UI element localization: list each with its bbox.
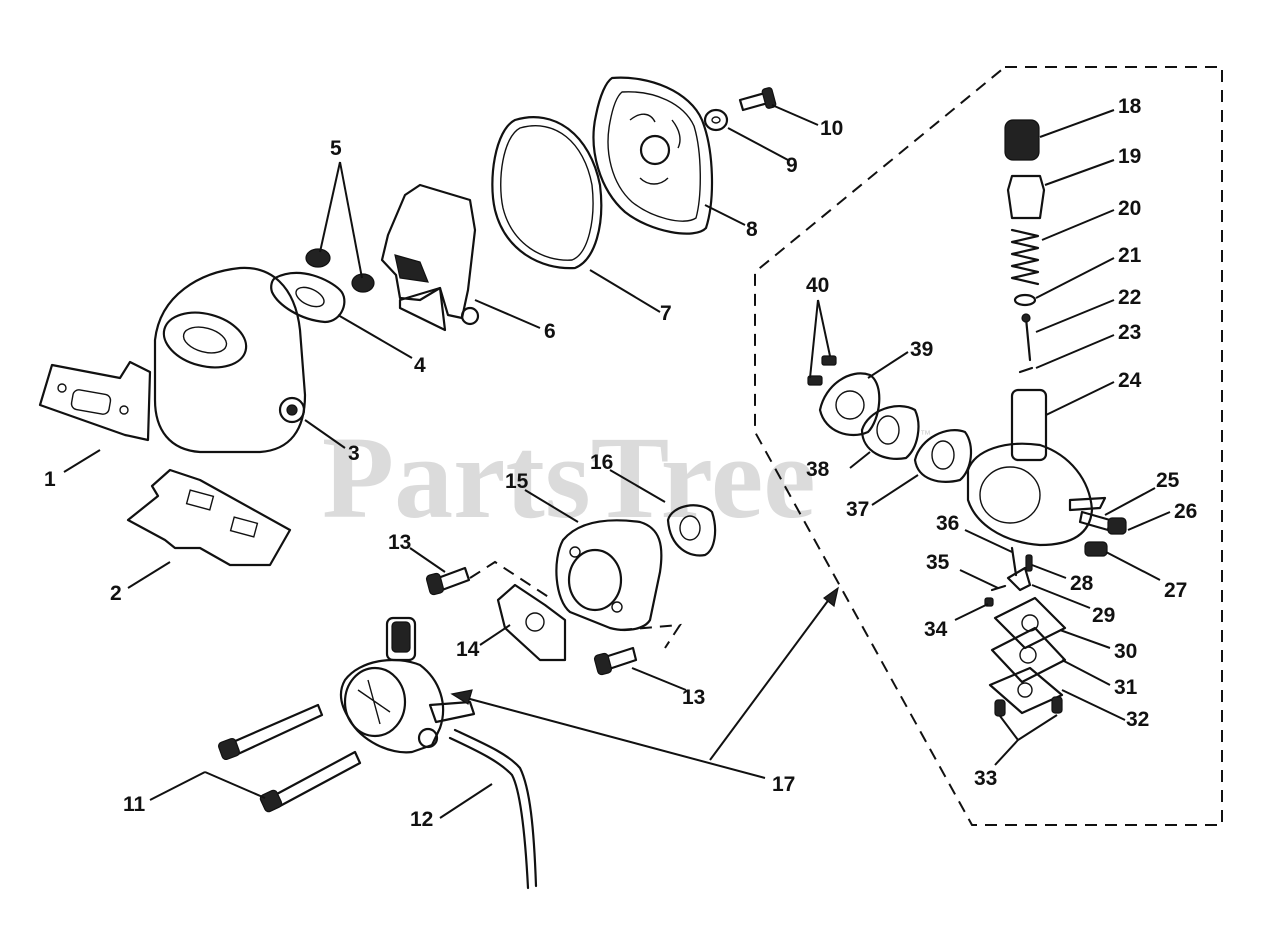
part-28-pin: [1025, 554, 1033, 572]
callouts: 1 2 3 4 5 6 7 8 9 10 11 12 13 13 14 15 1…: [44, 95, 1197, 831]
callout-2: 2: [110, 582, 122, 605]
watermark: PartsTree: [322, 412, 816, 543]
part-24-carburetor-body: [966, 388, 1107, 547]
part-39-flange: [818, 372, 881, 437]
leader-lines: [63, 104, 1171, 819]
part-27-plug: [1084, 541, 1108, 557]
callout-19: 19: [1118, 145, 1141, 168]
part-3-muffler: [153, 266, 307, 454]
callout-20: 20: [1118, 197, 1141, 220]
part-9-washer: [703, 108, 729, 132]
callout-40: 40: [806, 274, 829, 297]
part-25-screw: [1078, 510, 1127, 535]
part-15-pump-body: [555, 519, 663, 631]
callout-11: 11: [123, 793, 146, 816]
callout-12: 12: [410, 808, 433, 831]
callout-6: 6: [544, 320, 556, 343]
part-2-gasket: [126, 468, 292, 567]
part-29-lever: [1006, 566, 1032, 592]
part-14-gasket: [496, 583, 567, 662]
callout-29: 29: [1092, 604, 1115, 627]
part-40-screws: [807, 355, 837, 386]
part-1-heat-shield: [38, 360, 152, 442]
part-13-screw-upper: [425, 566, 471, 596]
part-11-screws: [217, 703, 362, 813]
part-18-cap: [1004, 119, 1040, 161]
watermark-trademark: ™: [920, 429, 931, 441]
part-21-clip: [1013, 293, 1037, 307]
callout-15: 15: [505, 470, 529, 493]
callout-7: 7: [660, 302, 672, 325]
alignment-line-upper: [469, 560, 551, 599]
callout-27: 27: [1164, 579, 1187, 602]
part-6-bracket: [380, 183, 480, 332]
callout-1: 1: [44, 468, 56, 491]
part-13-screw-lower: [593, 646, 638, 676]
part-35-pin: [990, 584, 1007, 592]
callout-33: 33: [974, 767, 997, 790]
part-8-air-filter: [592, 76, 714, 235]
part-7-filter-gasket: [491, 116, 603, 270]
part-4-gasket: [270, 272, 346, 324]
callout-25: 25: [1156, 469, 1180, 492]
part-33-screws: [994, 696, 1063, 717]
callout-17: 17: [772, 773, 795, 796]
part-22-needle: [1021, 313, 1032, 362]
callout-28: 28: [1070, 572, 1094, 595]
part-12-fuel-line: [448, 728, 538, 890]
callout-36: 36: [936, 512, 959, 535]
alignment-line-lower: [619, 623, 682, 649]
callout-22: 22: [1118, 286, 1141, 309]
carburetor-assembly: [339, 616, 476, 754]
part-23-pin: [1018, 366, 1034, 374]
callout-14: 14: [456, 638, 480, 661]
callout-24: 24: [1118, 369, 1142, 392]
part-16-gasket: [666, 504, 717, 557]
part-30-diaphragm: [993, 596, 1067, 650]
callout-31: 31: [1114, 676, 1138, 699]
callout-5: 5: [330, 137, 342, 160]
callout-39: 39: [910, 338, 933, 361]
part-37-gasket: [913, 429, 973, 483]
callout-4: 4: [414, 354, 426, 377]
callout-32: 32: [1126, 708, 1149, 731]
callout-26: 26: [1174, 500, 1197, 523]
callout-34: 34: [924, 618, 948, 641]
part-5-nuts: [305, 248, 375, 293]
callout-21: 21: [1118, 244, 1142, 267]
callout-18: 18: [1118, 95, 1142, 118]
part-36-needle: [1010, 546, 1018, 577]
callout-13-upper: 13: [388, 531, 411, 554]
callout-9: 9: [786, 154, 798, 177]
part-19-nut: [1006, 174, 1046, 220]
part-31-gasket: [990, 626, 1067, 684]
callout-30: 30: [1114, 640, 1137, 663]
callout-13-lower: 13: [682, 686, 705, 709]
callout-37: 37: [846, 498, 869, 521]
part-32-cover: [988, 666, 1064, 715]
callout-10: 10: [820, 117, 843, 140]
carburetor-detail-boundary: [754, 66, 1223, 826]
callout-38: 38: [806, 458, 830, 481]
callout-35: 35: [926, 551, 950, 574]
callout-16: 16: [590, 451, 613, 474]
part-20-spring: [1010, 228, 1040, 286]
callout-3: 3: [348, 442, 360, 465]
part-38-gasket: [860, 405, 920, 460]
callout-8: 8: [746, 218, 758, 241]
callout-23: 23: [1118, 321, 1141, 344]
part-10-screw: [738, 87, 777, 112]
